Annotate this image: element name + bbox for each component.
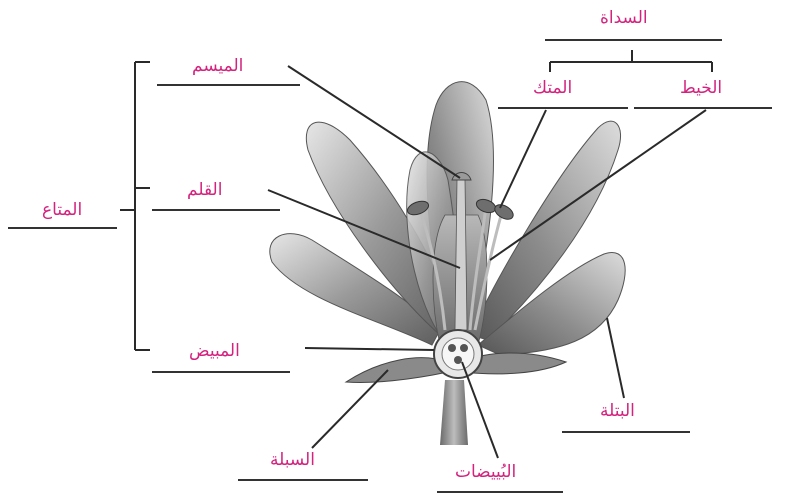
ovule-structure [454,356,462,364]
label-ovules: البُييضات [455,464,516,481]
pistil-bracket [120,62,150,350]
ovule-structure [448,344,456,352]
stem [440,380,468,445]
label-stigma: الميسم [192,58,243,75]
sepal-left [346,358,448,383]
label-ovary: المبيض [189,343,240,360]
style-structure [455,180,467,330]
petal-pointer [607,318,624,398]
stamen-bracket [550,50,712,72]
label-filament: الخيط [680,80,722,97]
ovary-pointer [305,348,434,350]
label-sepal: السبلة [270,452,315,469]
label-style: القلم [187,182,222,199]
anther-structure [492,202,515,222]
label-petal: البتلة [600,403,635,420]
label-anther: المتك [533,80,572,97]
ovule-structure [460,344,468,352]
label-stamen: السداة [600,10,648,27]
anther-pointer [500,110,546,208]
label-pistil: المتاع [42,202,82,219]
ovary-inner [442,338,474,370]
